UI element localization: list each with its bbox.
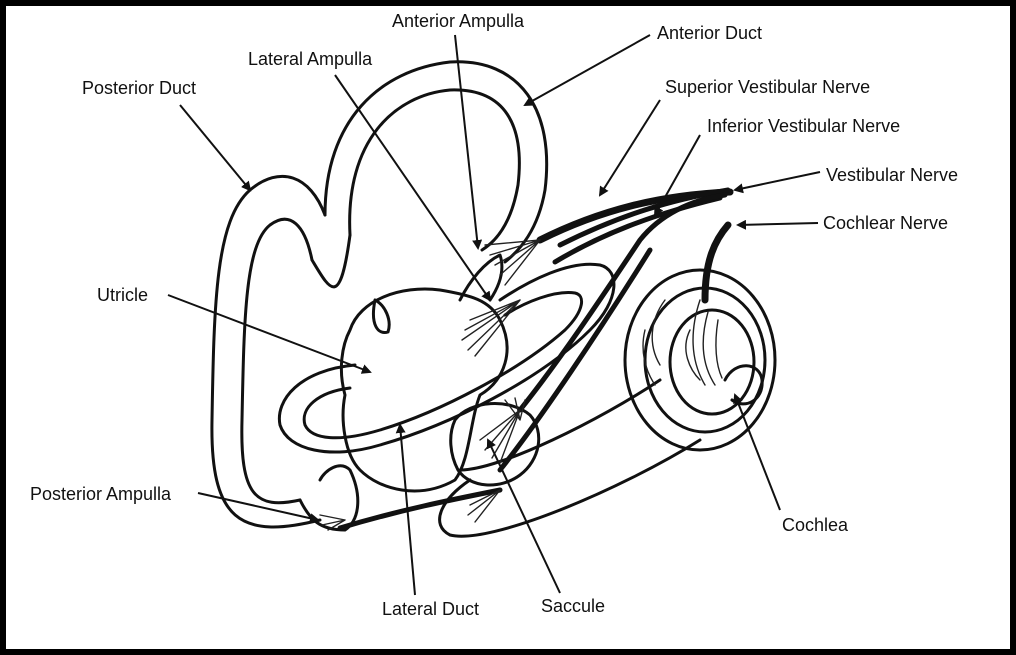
leader-anterior-ampulla	[455, 35, 478, 248]
label-saccule: Saccule	[541, 597, 605, 615]
leader-saccule	[488, 440, 560, 593]
leader-cochlear-nerve	[738, 223, 818, 225]
posterior-ampulla-body	[300, 466, 358, 530]
label-superior-vestibular-nerve: Superior Vestibular Nerve	[665, 78, 870, 96]
label-anterior-ampulla: Anterior Ampulla	[392, 12, 524, 30]
leader-posterior-duct	[180, 105, 250, 190]
posterior-canal	[212, 176, 325, 527]
leader-lateral-ampulla	[335, 75, 490, 300]
label-anterior-duct: Anterior Duct	[657, 24, 762, 42]
label-lateral-ampulla: Lateral Ampulla	[248, 50, 372, 68]
anterior-canal	[312, 62, 547, 287]
label-cochlear-nerve: Cochlear Nerve	[823, 214, 948, 232]
label-posterior-duct: Posterior Duct	[82, 79, 196, 97]
leader-vestibular-nerve	[735, 172, 820, 190]
label-lateral-duct: Lateral Duct	[382, 600, 479, 618]
label-posterior-ampulla: Posterior Ampulla	[30, 485, 171, 503]
label-inferior-vestibular-nerve: Inferior Vestibular Nerve	[707, 117, 900, 135]
label-vestibular-nerve: Vestibular Nerve	[826, 166, 958, 184]
leader-cochlea	[735, 395, 780, 510]
label-cochlea: Cochlea	[782, 516, 848, 534]
nerve-fibers	[320, 240, 540, 530]
label-utricle: Utricle	[97, 286, 148, 304]
leader-anterior-duct	[525, 35, 650, 105]
leader-superior-vestibular-nerve	[600, 100, 660, 195]
saccule-body	[451, 404, 539, 486]
leader-utricle	[168, 295, 370, 372]
